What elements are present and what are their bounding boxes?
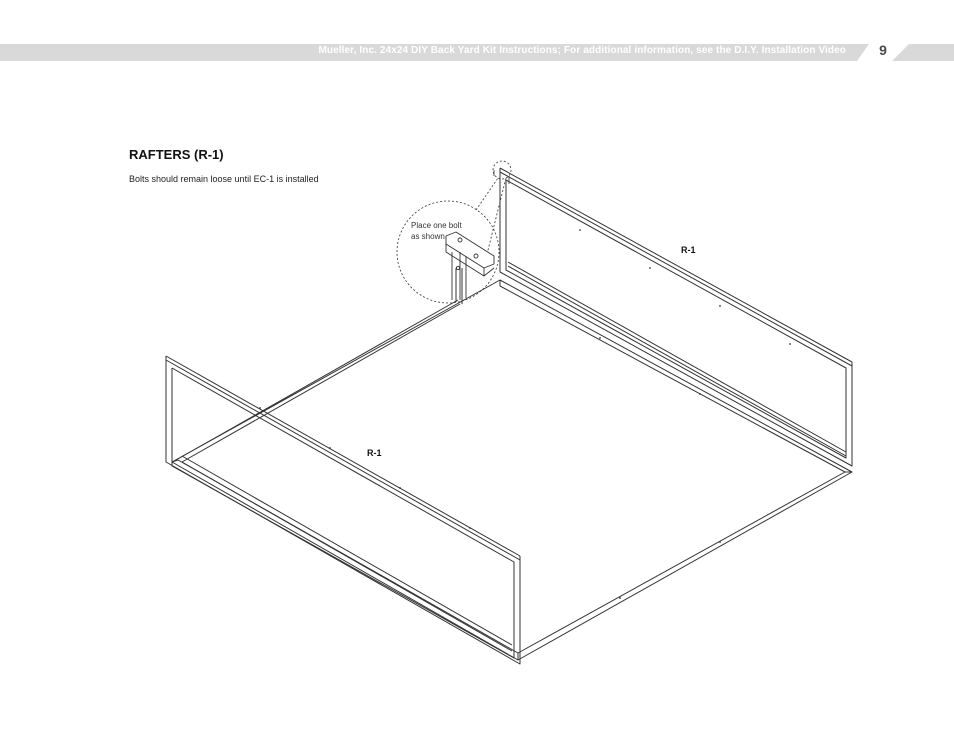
floor-frame bbox=[171, 279, 853, 661]
section-title: RAFTERS (R-1) bbox=[129, 147, 224, 162]
front-rafter-label: R-1 bbox=[367, 448, 382, 458]
header-band bbox=[0, 44, 954, 61]
left-side-rail bbox=[175, 268, 463, 463]
back-rafter-label: R-1 bbox=[681, 245, 696, 255]
callout-text: Place one bolt as shown. bbox=[411, 221, 462, 241]
header-bar-right bbox=[892, 44, 954, 61]
arrow-marker bbox=[493, 170, 510, 184]
section-note: Bolts should remain loose until EC-1 is … bbox=[129, 174, 319, 184]
header-bar bbox=[0, 44, 869, 61]
back-rafter-wall bbox=[499, 167, 853, 467]
front-rafter-wall bbox=[165, 355, 521, 665]
header-title: Mueller, Inc. 24x24 DIY Back Yard Kit In… bbox=[318, 45, 846, 56]
detail-bracket bbox=[445, 231, 495, 300]
bolt-holes bbox=[259, 229, 791, 599]
detail-callout bbox=[396, 160, 512, 304]
page-number: 9 bbox=[879, 42, 887, 58]
